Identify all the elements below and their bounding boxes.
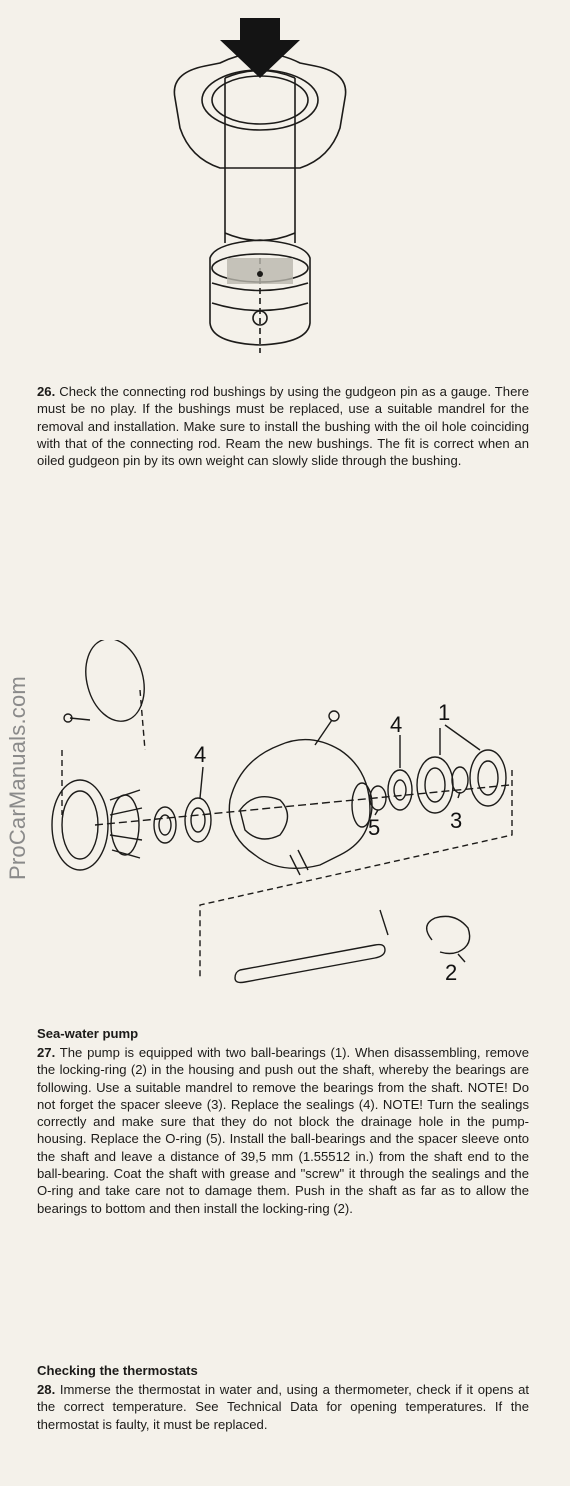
sea-water-pump-exploded-view: 4 4 1 5 3 2	[51, 640, 513, 985]
step-28-text: Immerse the thermostat in water and, usi…	[37, 1382, 529, 1432]
callout-3: 3	[450, 808, 462, 833]
step-28-paragraph: 28. Immerse the thermostat in water and,…	[37, 1381, 529, 1433]
connecting-rod-illustration	[173, 18, 347, 353]
callout-4-left: 4	[194, 742, 206, 767]
step-26-paragraph: 26. Check the connecting rod bushings by…	[37, 383, 529, 469]
step-27-number: 27.	[37, 1045, 56, 1060]
section-27-heading: Sea-water pump	[37, 1026, 139, 1041]
section-28-heading: Checking the thermostats	[37, 1363, 198, 1378]
step-26-number: 26.	[37, 384, 56, 399]
step-28-number: 28.	[37, 1382, 56, 1397]
callout-2: 2	[445, 960, 457, 985]
callout-4-right: 4	[390, 712, 402, 737]
step-27-text: The pump is equipped with two ball-beari…	[37, 1045, 530, 1216]
step-27-paragraph: 27. The pump is equipped with two ball-b…	[37, 1044, 529, 1217]
step-26-text: Check the connecting rod bushings by usi…	[37, 384, 529, 469]
watermark-text: ProCarManuals.com	[5, 676, 30, 880]
callout-5: 5	[368, 815, 380, 840]
callout-1: 1	[438, 700, 450, 725]
